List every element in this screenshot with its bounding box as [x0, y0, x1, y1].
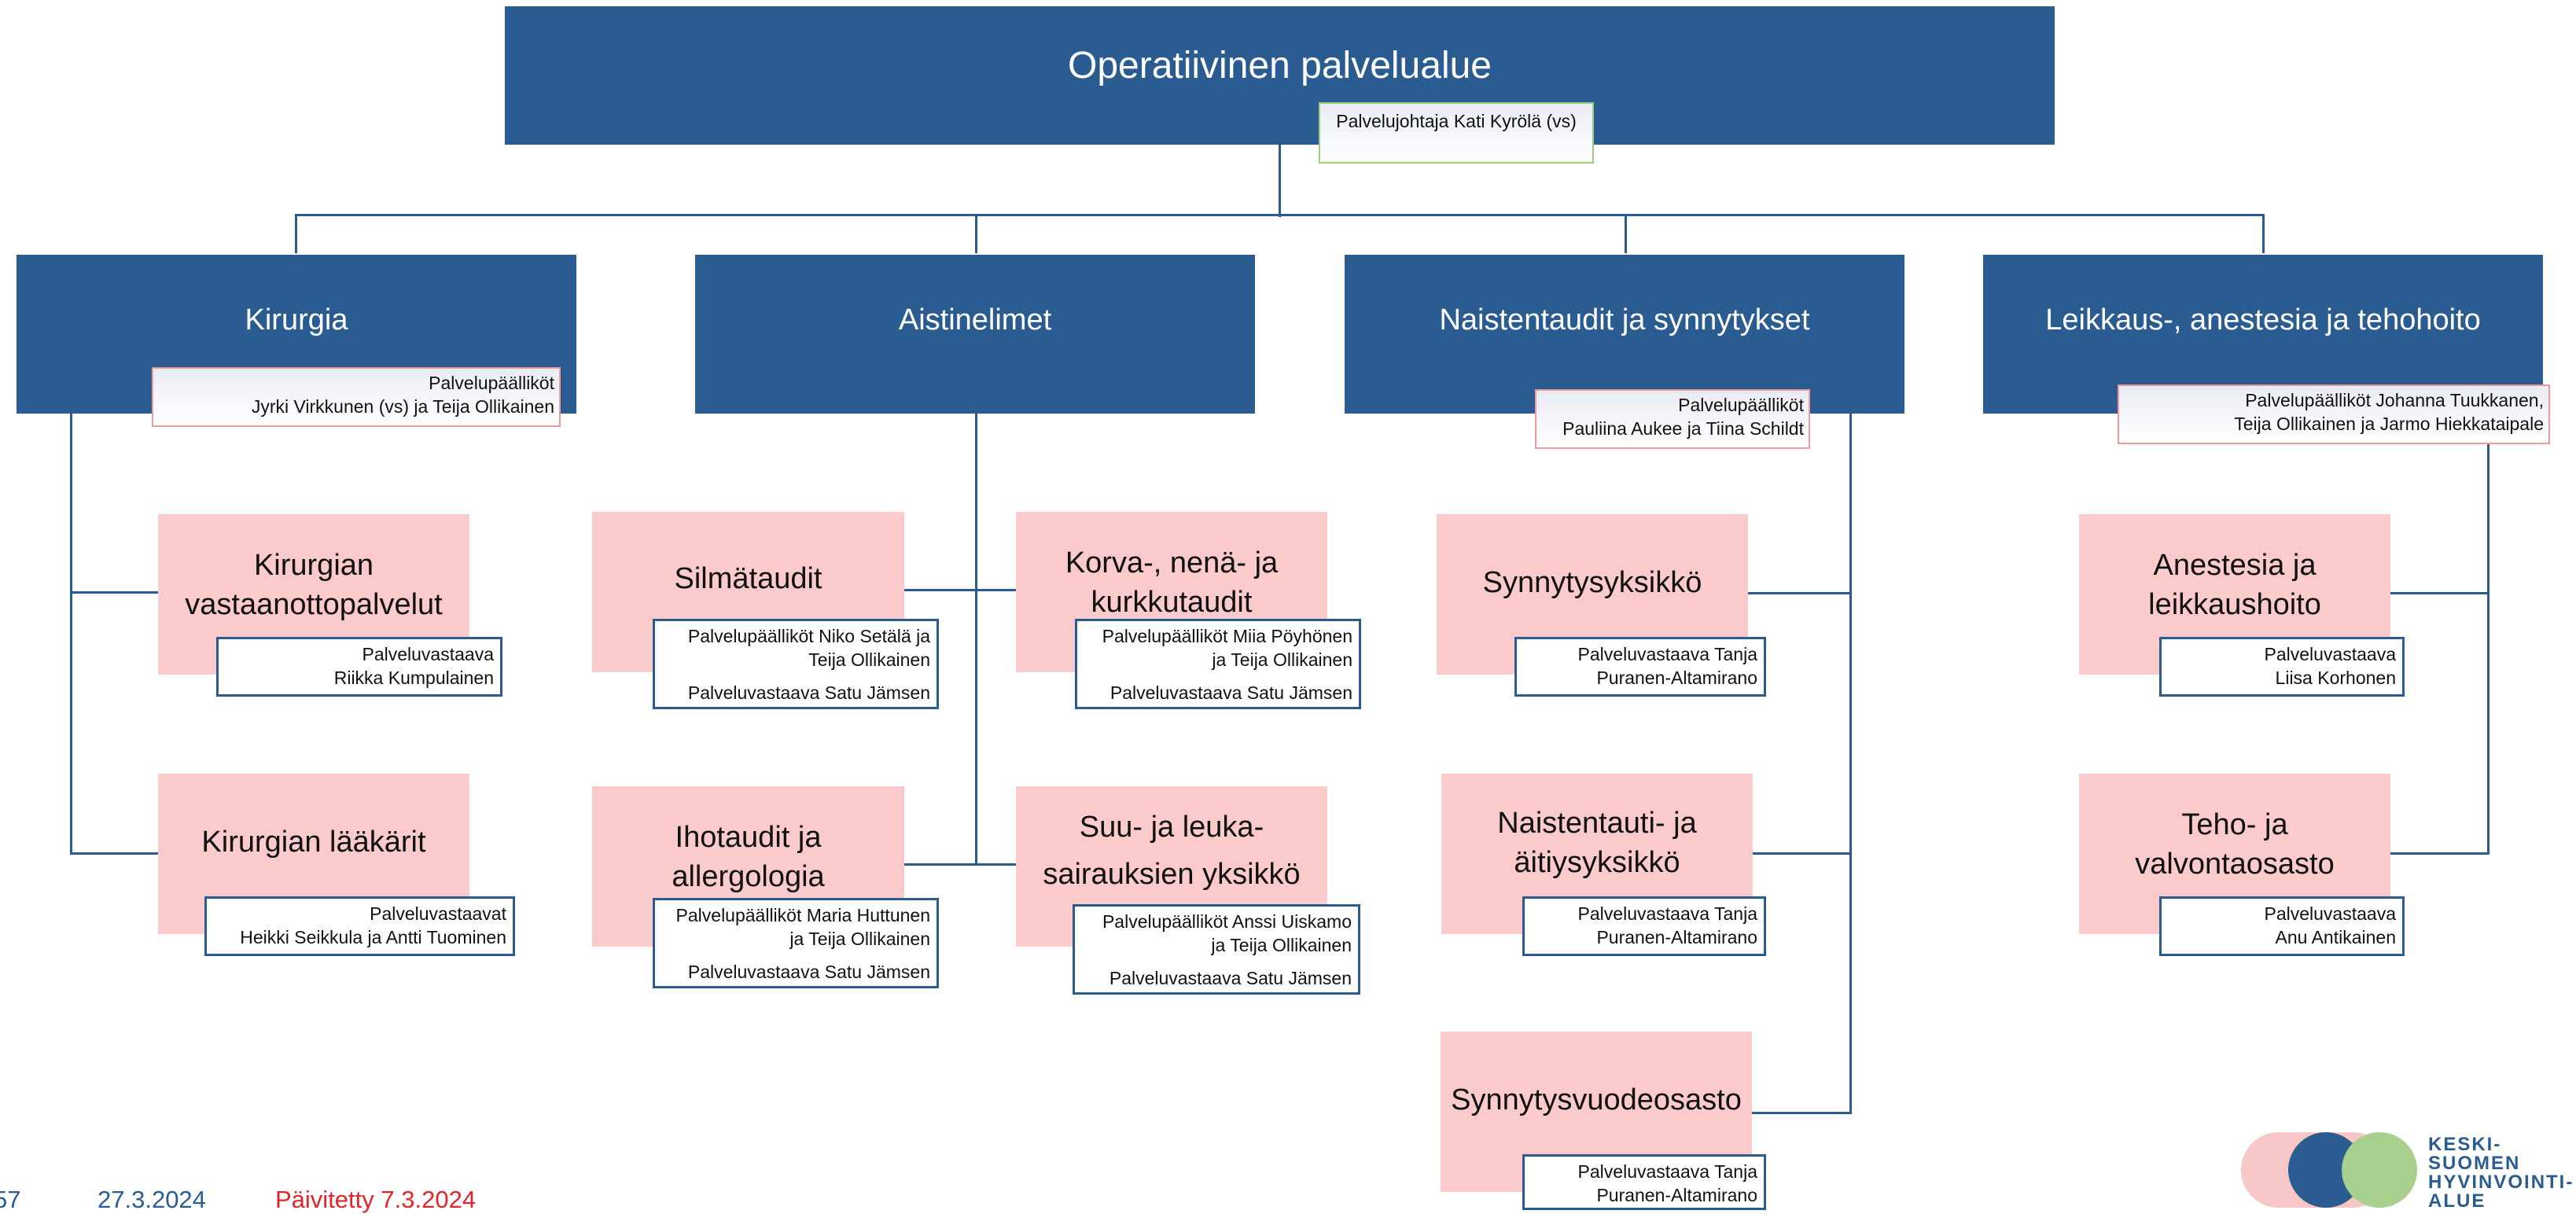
lead-line: Palveluvastaava Tanja [1577, 1161, 1757, 1182]
connector [975, 214, 977, 253]
lead-line: Palvelupäälliköt Maria Huttunen [675, 905, 930, 925]
connector [2390, 852, 2490, 855]
footer-date: 27.3.2024 [98, 1186, 206, 1213]
connector [1849, 414, 1852, 1114]
unit-title-line: allergologia [672, 860, 825, 893]
lead-line: Puranen-Altamirano [1596, 1185, 1757, 1205]
division-title: Aistinelimet [898, 304, 1052, 337]
unit-lead-silmataudit: Palvelupäälliköt Niko Setälä ja Teija Ol… [653, 619, 939, 709]
connector [1753, 852, 1852, 855]
connector [2262, 214, 2265, 253]
lead-line: Palveluvastaava Satu Jämsen [687, 962, 930, 982]
connector [70, 852, 158, 855]
unit-title-line: äitiysyksikkö [1514, 846, 1680, 879]
leader-line-2: Jyrki Virkkunen (vs) ja Teija Ollikainen [251, 396, 554, 417]
connector [1748, 1112, 1852, 1114]
lead-line: ja Teija Ollikainen [1211, 935, 1352, 955]
lead-line: Palvelupäälliköt Miia Pöyhönen [1102, 626, 1352, 646]
lead-line: Anu Antikainen [2275, 927, 2396, 947]
connector [1279, 145, 1281, 217]
unit-lead-kirurgian-vastaanottopalvelut: Palveluvastaava Riikka Kumpulainen [216, 637, 502, 697]
lead-line: Puranen-Altamirano [1596, 668, 1757, 688]
unit-kirurgian-vastaanottopalvelut: Kirurgian vastaanottopalvelut [158, 514, 469, 675]
unit-lead-naistentauti-ja-aitiysyksikko: Palveluvastaava Tanja Puranen-Altamirano [1522, 896, 1766, 956]
division-title: Kirurgia [245, 304, 348, 337]
unit-lead-anestesia-ja-leikkaushoito: Palveluvastaava Liisa Korhonen [2159, 637, 2405, 697]
lead-line: Palveluvastaava [362, 644, 495, 664]
leader-line-2: Pauliina Aukee ja Tiina Schildt [1562, 418, 1804, 439]
connector [1748, 592, 1852, 594]
unit-title-line: kurkkutaudit [1091, 586, 1253, 619]
unit-title-line: Synnytysyksikkö [1482, 566, 1702, 599]
leader-line-1: Palvelupäälliköt [429, 373, 554, 393]
leader-line-1: Palvelupäälliköt Johanna Tuukkanen, [2245, 390, 2544, 410]
connector [295, 214, 297, 253]
unit-title-line: valvontaosasto [2135, 848, 2335, 881]
lead-line: Palvelupäälliköt Anssi Uiskamo [1102, 911, 1352, 932]
lead-line: Palveluvastaavat [370, 903, 506, 924]
top-title: Operatiivinen palvelualue [1067, 45, 1492, 86]
connector [295, 214, 2265, 216]
lead-line: Heikki Seikkula ja Antti Tuominen [240, 927, 506, 947]
hyvinvointialue-logo-icon [2241, 1132, 2417, 1208]
unit-title-line: leikkaushoito [2148, 588, 2321, 621]
lead-line: Palveluvastaava [2264, 644, 2397, 664]
unit-title-line: Korva-, nenä- ja [1065, 546, 1279, 579]
division-leader-leikkaus: Palvelupäälliköt Johanna Tuukkanen, Teij… [2118, 384, 2550, 444]
division-title: Leikkaus-, anestesia ja tehohoito [2045, 304, 2481, 337]
connector [904, 589, 1016, 591]
unit-lead-korva-nena-kurkkutaudit: Palvelupäälliköt Miia Pöyhönen ja Teija … [1075, 619, 1361, 709]
lead-line: ja Teija Ollikainen [789, 929, 930, 949]
unit-title-line: vastaanottopalvelut [185, 588, 443, 621]
leader-line-1: Palvelupäälliköt [1678, 395, 1804, 415]
top-box: Operatiivinen palvelualue [505, 6, 2055, 145]
division-naistentaudit: Naistentaudit ja synnytykset [1345, 255, 1904, 414]
unit-title-line: Silmätaudit [674, 562, 822, 595]
unit-title-line: Naistentauti- ja [1497, 807, 1697, 840]
lead-line: Palvelupäälliköt Niko Setälä ja [687, 626, 930, 646]
division-aistinelimet: Aistinelimet [695, 255, 1255, 414]
unit-lead-suu-ja-leukasairauksien-yksikko: Palvelupäälliköt Anssi Uiskamo ja Teija … [1073, 904, 1360, 995]
lead-line: Palveluvastaava [2264, 903, 2397, 924]
unit-lead-synnytysyksikko: Palveluvastaava Tanja Puranen-Altamirano [1514, 637, 1766, 697]
unit-title-line: Teho- ja [2181, 808, 2288, 841]
connector [975, 414, 977, 866]
top-leader: Palvelujohtaja Kati Kyrölä (vs) [1319, 102, 1594, 164]
unit-lead-ihotaudit-ja-allergologia: Palvelupäälliköt Maria Huttunen ja Teija… [653, 898, 939, 988]
unit-title-line: sairauksien yksikkö [1043, 858, 1301, 891]
lead-line: Palveluvastaava Tanja [1577, 903, 1757, 924]
lead-line: Palveluvastaava Satu Jämsen [1109, 968, 1352, 988]
connector [1625, 214, 1627, 253]
unit-title-line: Suu- ja leuka- [1079, 811, 1264, 844]
unit-lead-kirurgian-laakarit: Palveluvastaavat Heikki Seikkula ja Antt… [204, 896, 515, 956]
unit-title-line: Anestesia ja [2153, 549, 2317, 582]
lead-line: Riikka Kumpulainen [333, 668, 494, 688]
lead-line: Liisa Korhonen [2275, 668, 2396, 688]
lead-line: Palveluvastaava Tanja [1577, 644, 1757, 664]
connector [904, 863, 1016, 866]
connector [2390, 592, 2490, 594]
lead-line: Palveluvastaava Satu Jämsen [687, 682, 930, 703]
connector [70, 591, 158, 594]
logo-wordmark: KESKI- SUOMEN HYVINVOINTI- ALUE [2428, 1134, 2574, 1212]
footer-updated: Päivitetty 7.3.2024 [275, 1186, 477, 1213]
division-leader-kirurgia: Palvelupäälliköt Jyrki Virkkunen (vs) ja… [152, 367, 561, 427]
connector [2487, 442, 2490, 855]
lead-line: ja Teija Ollikainen [1212, 649, 1352, 670]
leader-line-2: Teija Ollikainen ja Jarmo Hiekkataipale [2234, 414, 2544, 434]
unit-title-line: Synnytysvuodeosasto [1451, 1083, 1742, 1117]
unit-title-line: Kirurgian [253, 549, 374, 582]
lead-line: Teija Ollikainen [808, 649, 930, 670]
lead-line: Palveluvastaava Satu Jämsen [1110, 682, 1352, 703]
division-leader-naistentaudit: Palvelupäälliköt Pauliina Aukee ja Tiina… [1535, 389, 1810, 449]
division-title: Naistentaudit ja synnytykset [1439, 304, 1810, 337]
unit-title-line: Kirurgian lääkärit [201, 826, 426, 859]
lead-line: Puranen-Altamirano [1596, 927, 1757, 947]
unit-lead-synnytysvuodeosasto: Palveluvastaava Tanja Puranen-Altamirano [1522, 1154, 1766, 1210]
page-number: 57 [0, 1186, 21, 1213]
unit-title-line: Ihotaudit ja [675, 821, 822, 854]
unit-lead-teho-ja-valvontaosasto: Palveluvastaava Anu Antikainen [2159, 896, 2405, 956]
top-leader-text: Palvelujohtaja Kati Kyrölä (vs) [1336, 111, 1577, 131]
connector [70, 414, 72, 855]
